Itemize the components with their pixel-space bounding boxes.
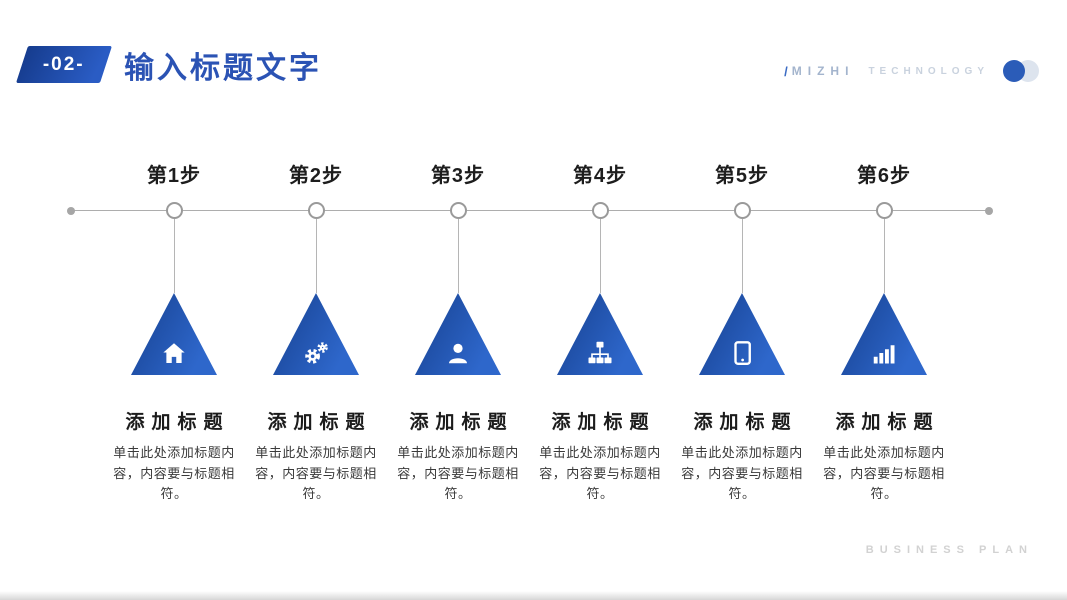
step-triangle <box>841 293 927 375</box>
step-body: 单击此处添加标题内容，内容要与标题相符。 <box>823 445 945 502</box>
step-stem <box>457 219 459 293</box>
step-stem <box>599 219 601 293</box>
brand-name: MIZHI <box>791 64 855 78</box>
step-stem <box>173 219 175 293</box>
gears-icon <box>301 338 331 368</box>
step-body: 单击此处添加标题内容，内容要与标题相符。 <box>113 445 235 502</box>
step-label: 第2步 <box>288 165 344 187</box>
step-node-circle <box>591 202 609 219</box>
timeline-end-dot <box>985 206 993 215</box>
footer-text: BUSINESS PLAN <box>865 544 1033 556</box>
step-triangle <box>273 293 359 375</box>
step-node-circle <box>307 202 325 219</box>
timeline-step: 第5步 添加标题 单击此处添加标题内容，内容要与标题相符。 <box>671 156 813 505</box>
brand-slash: / <box>784 63 788 79</box>
step-body: 单击此处添加标题内容，内容要与标题相符。 <box>681 445 803 502</box>
step-stem <box>315 219 317 293</box>
step-label: 第1步 <box>146 165 202 187</box>
home-icon <box>159 338 189 368</box>
timeline-start-dot <box>67 206 75 215</box>
section-number-badge: -02- <box>15 46 113 83</box>
step-node-circle <box>733 202 751 219</box>
brand-dot-blue <box>1003 60 1025 82</box>
tablet-icon <box>727 338 757 368</box>
timeline-step: 第2步 添加标题 单击此处添加标题内容，内容要与标题相符。 <box>245 156 387 505</box>
step-stem <box>741 219 743 293</box>
steps-row: 第1步 添加标题 单击此处添加标题内容，内容要与标题相符。 第2步 添加标题 单… <box>103 156 955 505</box>
step-body: 单击此处添加标题内容，内容要与标题相符。 <box>539 445 661 502</box>
timeline-step: 第3步 添加标题 单击此处添加标题内容，内容要与标题相符。 <box>387 156 529 505</box>
timeline-step: 第4步 添加标题 单击此处添加标题内容，内容要与标题相符。 <box>529 156 671 505</box>
user-icon <box>443 338 473 368</box>
brand-block: / MIZHI TECHNOLOGY <box>784 58 1041 84</box>
step-title: 添加标题 <box>125 412 230 433</box>
sitemap-icon <box>585 338 615 368</box>
step-title: 添加标题 <box>409 412 514 433</box>
step-title: 添加标题 <box>267 412 372 433</box>
step-stem <box>883 219 885 293</box>
page-title: 输入标题文字 <box>124 51 322 85</box>
timeline-step: 第6步 添加标题 单击此处添加标题内容，内容要与标题相符。 <box>813 156 955 505</box>
step-body: 单击此处添加标题内容，内容要与标题相符。 <box>397 445 519 502</box>
timeline-step: 第1步 添加标题 单击此处添加标题内容，内容要与标题相符。 <box>103 156 245 505</box>
step-title: 添加标题 <box>551 412 656 433</box>
step-node-circle <box>165 202 183 219</box>
step-triangle <box>131 293 217 375</box>
step-body: 单击此处添加标题内容，内容要与标题相符。 <box>255 445 377 502</box>
step-triangle <box>557 293 643 375</box>
step-label: 第3步 <box>430 165 486 187</box>
brand-dots <box>1003 60 1041 82</box>
bar-chart-icon <box>869 338 899 368</box>
step-label: 第5步 <box>714 165 770 187</box>
timeline-axis <box>67 206 993 215</box>
step-label: 第6步 <box>856 165 912 187</box>
step-node-circle <box>449 202 467 219</box>
step-triangle <box>699 293 785 375</box>
step-title: 添加标题 <box>693 412 798 433</box>
brand-suffix: TECHNOLOGY <box>868 65 989 77</box>
step-triangle <box>415 293 501 375</box>
step-node-circle <box>875 202 893 219</box>
step-label: 第4步 <box>572 165 628 187</box>
section-number: -02- <box>43 53 85 75</box>
step-title: 添加标题 <box>835 412 940 433</box>
bottom-shadow <box>0 591 1067 600</box>
